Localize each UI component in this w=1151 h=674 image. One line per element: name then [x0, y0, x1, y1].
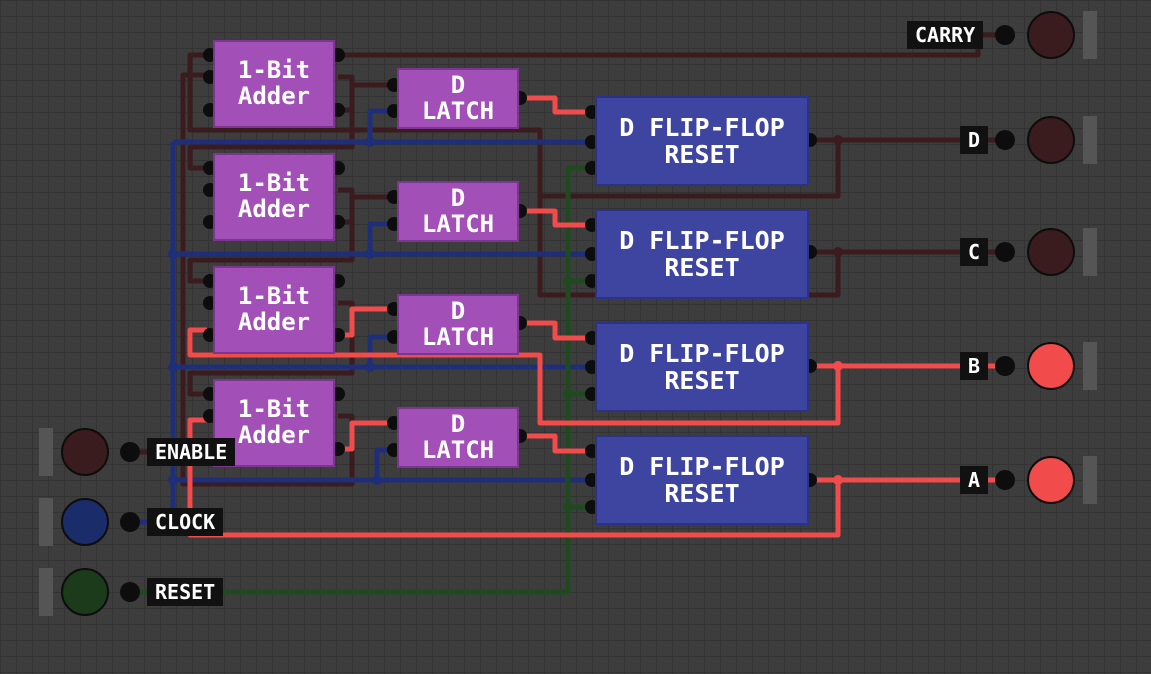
b-lamp-handle[interactable] — [1083, 342, 1097, 390]
c-label: C — [960, 238, 989, 266]
flipflop-chip-label: D FLIP-FLOP RESET — [619, 226, 785, 282]
adder-chip-3[interactable]: 1-Bit Adder — [213, 266, 335, 354]
carry-lamp-handle[interactable] — [1083, 11, 1097, 59]
c-lamp-handle[interactable] — [1083, 228, 1097, 276]
adder-chip-label: 1-Bit Adder — [237, 395, 311, 449]
b-label: B — [960, 352, 989, 380]
adder-chip-2[interactable]: 1-Bit Adder — [213, 153, 335, 241]
latch-chip-3[interactable]: D LATCH — [397, 294, 519, 355]
a-output-lamp — [1027, 456, 1075, 504]
b-output-lamp — [1027, 342, 1075, 390]
flipflop-chip-label: D FLIP-FLOP RESET — [619, 339, 785, 395]
flipflop-chip-label: D FLIP-FLOP RESET — [619, 113, 785, 169]
carry-label: CARRY — [907, 21, 984, 49]
clock-switch-handle[interactable] — [39, 498, 53, 546]
adder-chip-label: 1-Bit Adder — [237, 169, 311, 223]
enable-switch-handle[interactable] — [39, 428, 53, 476]
flipflop-chip-4[interactable]: D FLIP-FLOP RESET — [595, 435, 809, 525]
latch-chip-1[interactable]: D LATCH — [397, 68, 519, 129]
enable-input-switch[interactable] — [61, 428, 109, 476]
reset-switch-handle[interactable] — [39, 568, 53, 616]
flipflop-chip-1[interactable]: D FLIP-FLOP RESET — [595, 96, 809, 186]
latch-chip-2[interactable]: D LATCH — [397, 181, 519, 242]
reset-input-switch[interactable] — [61, 568, 109, 616]
clock-label: CLOCK — [147, 508, 224, 536]
d-label: D — [960, 126, 989, 154]
flipflop-chip-2[interactable]: D FLIP-FLOP RESET — [595, 209, 809, 299]
flipflop-chip-3[interactable]: D FLIP-FLOP RESET — [595, 322, 809, 412]
reset-label: RESET — [147, 578, 224, 606]
d-output-lamp — [1027, 116, 1075, 164]
clock-input-switch[interactable] — [61, 498, 109, 546]
carry-output-lamp — [1027, 11, 1075, 59]
latch-chip-label: D LATCH — [421, 70, 495, 125]
adder-chip-label: 1-Bit Adder — [237, 56, 311, 110]
latch-chip-label: D LATCH — [421, 183, 495, 238]
wire-carry — [338, 32, 1003, 58]
a-label: A — [960, 466, 989, 494]
a-lamp-handle[interactable] — [1083, 456, 1097, 504]
adder-chip-1[interactable]: 1-Bit Adder — [213, 40, 335, 128]
latch-chip-label: D LATCH — [421, 409, 495, 464]
latch-chip-4[interactable]: D LATCH — [397, 407, 519, 468]
d-lamp-handle[interactable] — [1083, 116, 1097, 164]
flipflop-chip-label: D FLIP-FLOP RESET — [619, 452, 785, 508]
adder-chip-label: 1-Bit Adder — [237, 282, 311, 336]
c-output-lamp — [1027, 228, 1075, 276]
enable-label: ENABLE — [147, 438, 236, 466]
latch-chip-label: D LATCH — [421, 296, 495, 351]
